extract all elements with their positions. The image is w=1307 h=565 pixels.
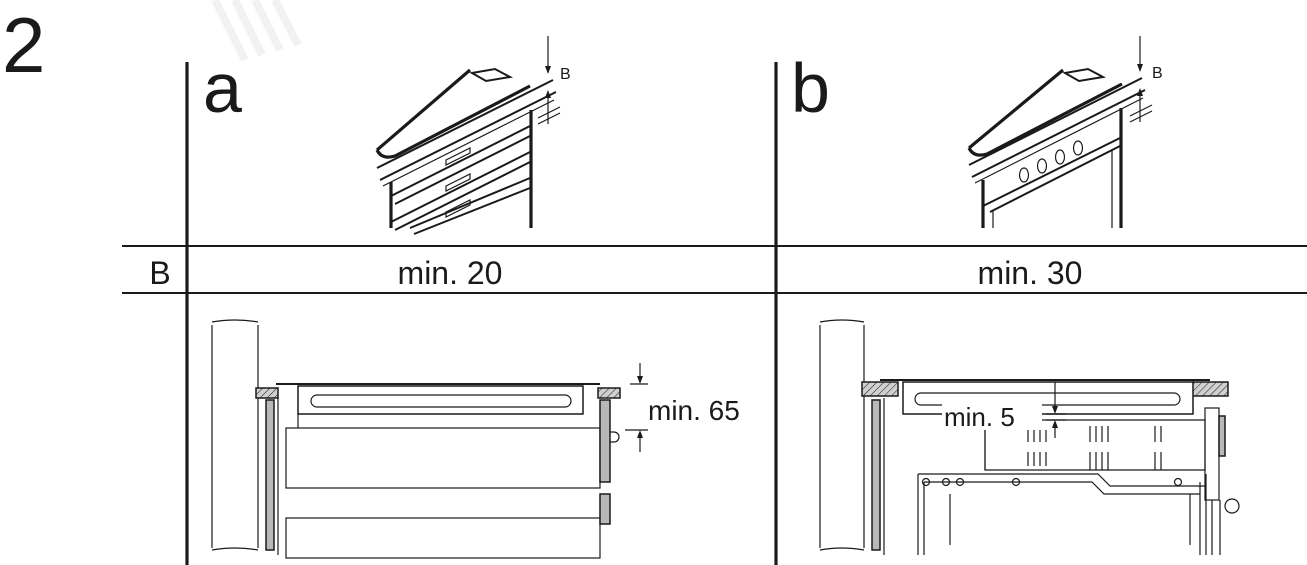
panel-b-clearance-label: min. 5: [944, 402, 1015, 432]
oven-vents: [1027, 426, 1162, 470]
figure-number: 2: [2, 1, 45, 89]
watermark-strokes: [211, 0, 302, 62]
panel-a-section-drawing: [211, 319, 648, 559]
panel-b-letter: b: [791, 49, 830, 127]
panel-b-dimension-marker: B: [1152, 65, 1163, 82]
panel-a-min-value: min. 20: [398, 255, 503, 291]
table-grid: [122, 62, 1307, 565]
row-header: B: [149, 255, 170, 291]
panel-a-isometric-drawing: [375, 36, 561, 235]
panel-b-isometric-drawing: [967, 36, 1153, 228]
panel-b-section-drawing: [819, 319, 1240, 555]
panel-b-min-value: min. 30: [978, 255, 1083, 291]
panel-b-label-mask: [942, 404, 1042, 430]
panel-a-clearance-label: min. 65: [648, 395, 740, 426]
panel-a-dimension-marker: B: [560, 66, 571, 83]
panel-a-letter: a: [203, 49, 242, 127]
